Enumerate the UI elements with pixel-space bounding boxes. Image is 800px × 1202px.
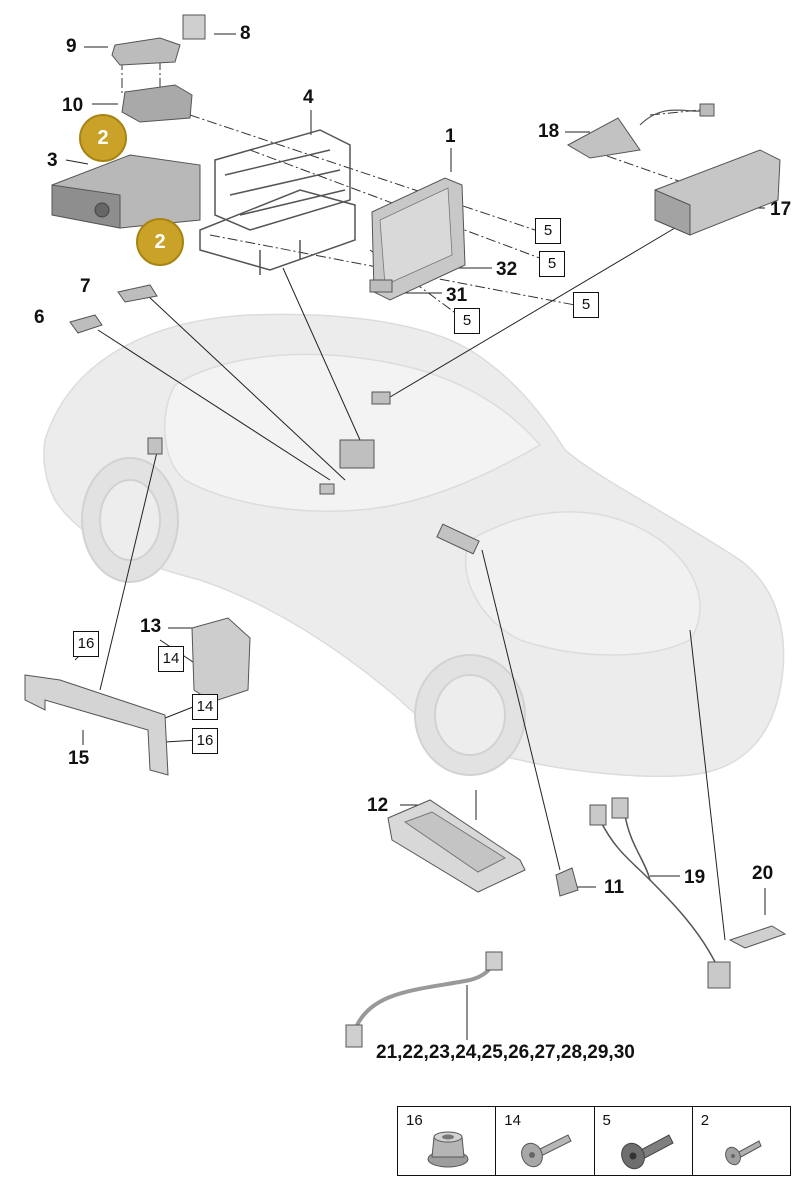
legend-cell-16: 16 bbox=[398, 1107, 497, 1175]
part-11-clip bbox=[555, 867, 579, 897]
callout-31: 31 bbox=[446, 285, 468, 306]
car-silhouette bbox=[43, 313, 785, 778]
callout-20: 20 bbox=[752, 863, 774, 884]
callout-15: 15 bbox=[68, 748, 90, 769]
callout-32: 32 bbox=[496, 259, 518, 280]
part-3-radio-unit bbox=[51, 154, 201, 229]
part-10-holder bbox=[121, 84, 193, 123]
badge-2-upper: 2 bbox=[79, 114, 127, 162]
part-19-cable bbox=[599, 814, 719, 969]
fastener-legend: 16 14 5 2 bbox=[397, 1106, 791, 1176]
part-12-tray bbox=[387, 799, 526, 893]
part-18-wedge bbox=[566, 103, 715, 159]
callout-3: 3 bbox=[47, 150, 58, 171]
legend-number: 2 bbox=[700, 1112, 710, 1129]
part-20-bracket bbox=[728, 925, 787, 949]
callout-10: 10 bbox=[62, 95, 84, 116]
flange-nut-icon bbox=[427, 1131, 469, 1168]
badge-2-lower: 2 bbox=[136, 218, 184, 266]
callout-1: 1 bbox=[445, 126, 456, 147]
part-1-display bbox=[371, 177, 466, 301]
hex-bolt-icon bbox=[620, 1134, 674, 1170]
ref-box-14: 14 bbox=[158, 646, 184, 672]
callout-7: 7 bbox=[80, 276, 91, 297]
part-21-cable bbox=[345, 951, 503, 1048]
torx-bolt-icon bbox=[521, 1134, 572, 1168]
callout-13: 13 bbox=[140, 616, 162, 637]
part-7-sensor bbox=[117, 284, 158, 303]
callout-17: 17 bbox=[770, 199, 792, 220]
callout-19: 19 bbox=[684, 867, 706, 888]
legend-number: 5 bbox=[602, 1112, 611, 1129]
callout-21-30: 21,22,23,24,25,26,27,28,29,30 bbox=[376, 1042, 635, 1063]
part-17-control-unit bbox=[654, 149, 781, 236]
part-31-clip bbox=[369, 279, 393, 293]
ref-box-5: 5 bbox=[535, 218, 561, 244]
legend-number: 16 bbox=[406, 1112, 423, 1129]
in-car-parts bbox=[147, 391, 480, 555]
callout-11: 11 bbox=[604, 877, 625, 898]
legend-cell-5: 5 bbox=[595, 1107, 693, 1175]
callout-8: 8 bbox=[240, 23, 251, 44]
part-19-connectors bbox=[589, 797, 731, 989]
callout-4: 4 bbox=[303, 87, 314, 108]
legend-cell-14: 14 bbox=[496, 1107, 595, 1175]
part-4-bracket-frame bbox=[199, 129, 356, 275]
callout-12: 12 bbox=[367, 795, 389, 816]
legend-cell-2: 2 bbox=[693, 1107, 790, 1175]
part-8-connector bbox=[182, 14, 206, 40]
ref-box-14: 14 bbox=[192, 694, 218, 720]
ref-box-16: 16 bbox=[73, 631, 99, 657]
callout-9: 9 bbox=[66, 36, 77, 57]
ref-box-16: 16 bbox=[192, 728, 218, 754]
legend-number: 14 bbox=[504, 1112, 521, 1129]
part-13-module bbox=[191, 617, 251, 703]
part-6-sensor bbox=[69, 314, 103, 334]
ref-box-5: 5 bbox=[573, 292, 599, 318]
callout-18: 18 bbox=[538, 121, 560, 142]
callout-6: 6 bbox=[34, 307, 45, 328]
ref-box-5: 5 bbox=[539, 251, 565, 277]
part-15-bracket bbox=[24, 674, 169, 776]
small-screw-icon bbox=[724, 1140, 762, 1166]
part-9-module bbox=[111, 37, 181, 66]
ref-box-5: 5 bbox=[454, 308, 480, 334]
